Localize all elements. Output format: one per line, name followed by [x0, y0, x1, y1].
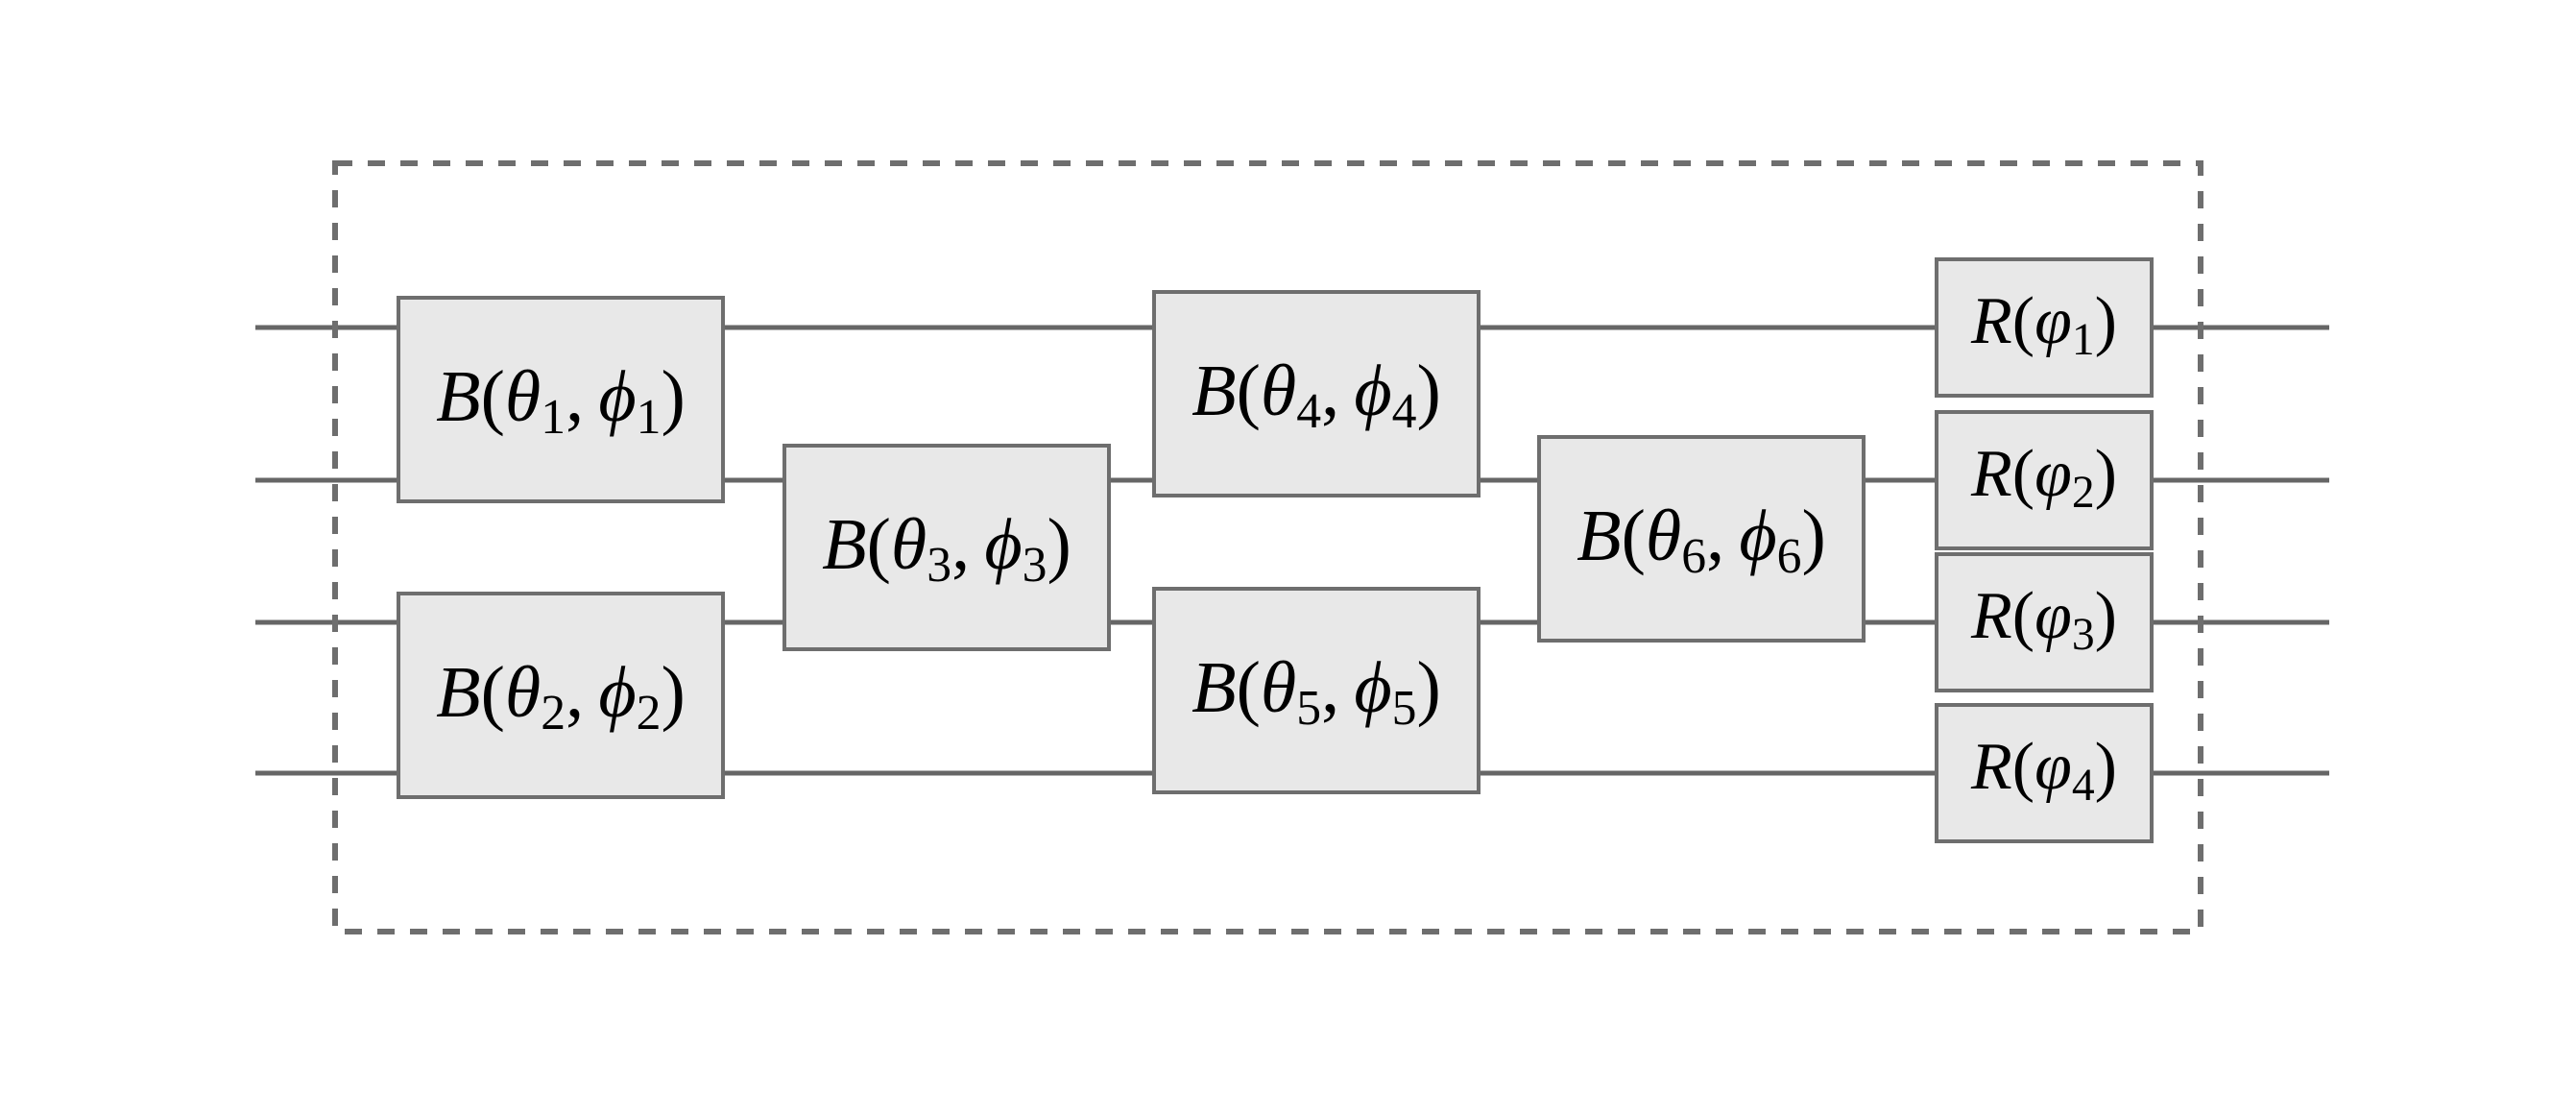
gate-B4[interactable]: B(θ4, ϕ4)	[1152, 290, 1481, 497]
gate-B2-box[interactable]	[397, 592, 725, 799]
gate-B1-box[interactable]	[397, 296, 725, 503]
gate-B2[interactable]: B(θ2, ϕ2)	[397, 592, 725, 799]
gate-B5-box[interactable]	[1152, 587, 1481, 794]
gate-B4-box[interactable]	[1152, 290, 1481, 497]
gate-R2[interactable]: R(φ2)	[1935, 410, 2154, 550]
gate-B3[interactable]: B(θ3, ϕ3)	[782, 444, 1111, 651]
gate-B3-label: B(θ3, ϕ3)	[822, 504, 1071, 592]
gate-R4-label: R(φ4)	[1970, 730, 2117, 811]
gate-R2-box[interactable]	[1935, 410, 2154, 550]
gate-B1-label: B(θ1, ϕ1)	[436, 356, 686, 444]
gate-R3-label: R(φ3)	[1970, 579, 2117, 660]
gate-B5-label: B(θ5, ϕ5)	[1192, 647, 1441, 735]
gate-B6[interactable]: B(θ6, ϕ6)	[1537, 435, 1866, 643]
gate-R4-box[interactable]	[1935, 703, 2154, 843]
gate-R4[interactable]: R(φ4)	[1935, 703, 2154, 843]
group-frame-dashed-border	[332, 160, 2203, 934]
gate-B5[interactable]: B(θ5, ϕ5)	[1152, 587, 1481, 794]
gate-R1-box[interactable]	[1935, 257, 2154, 398]
gate-R2-label: R(φ2)	[1970, 437, 2117, 518]
gate-B6-box[interactable]	[1537, 435, 1866, 643]
gate-B4-label: B(θ4, ϕ4)	[1192, 351, 1441, 438]
gate-B2-label: B(θ2, ϕ2)	[436, 652, 686, 740]
gate-B1[interactable]: B(θ1, ϕ1)	[397, 296, 725, 503]
gate-R3[interactable]: R(φ3)	[1935, 552, 2154, 692]
gate-R3-box[interactable]	[1935, 552, 2154, 692]
gate-R1-label: R(φ1)	[1970, 284, 2117, 365]
gate-B6-label: B(θ6, ϕ6)	[1577, 496, 1826, 583]
gate-R1[interactable]: R(φ1)	[1935, 257, 2154, 398]
gate-B3-box[interactable]	[782, 444, 1111, 651]
